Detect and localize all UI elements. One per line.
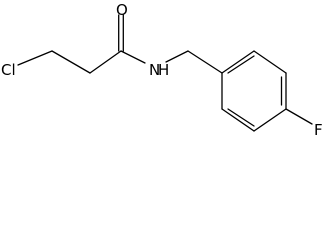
atom-label-chlorine: Cl [1, 61, 16, 79]
ring-bond-1-inner [227, 55, 255, 74]
ring-bond-4 [253, 108, 287, 132]
atom-label-nitrogen: N [149, 61, 160, 79]
bond-c4-ring [187, 50, 223, 74]
atom-label-oxygen: O [116, 1, 128, 19]
bond-ring-f [285, 108, 313, 125]
bond-c2-c3 [89, 50, 122, 74]
bond-n-c4 [165, 50, 189, 63]
atom-label-hydrogen: H [158, 61, 169, 79]
ring-bond-1 [221, 50, 255, 74]
ring-bond-5-inner [227, 108, 255, 127]
structure-diagram: Cl O N H F [1, 1, 323, 138]
bond-c1-c2 [51, 50, 91, 74]
ring-bond-2 [253, 50, 287, 74]
bond-c3-n [120, 50, 146, 64]
atom-label-fluorine: F [314, 121, 323, 138]
bond-cl-c1 [17, 50, 53, 66]
ring-bond-5 [221, 108, 255, 132]
